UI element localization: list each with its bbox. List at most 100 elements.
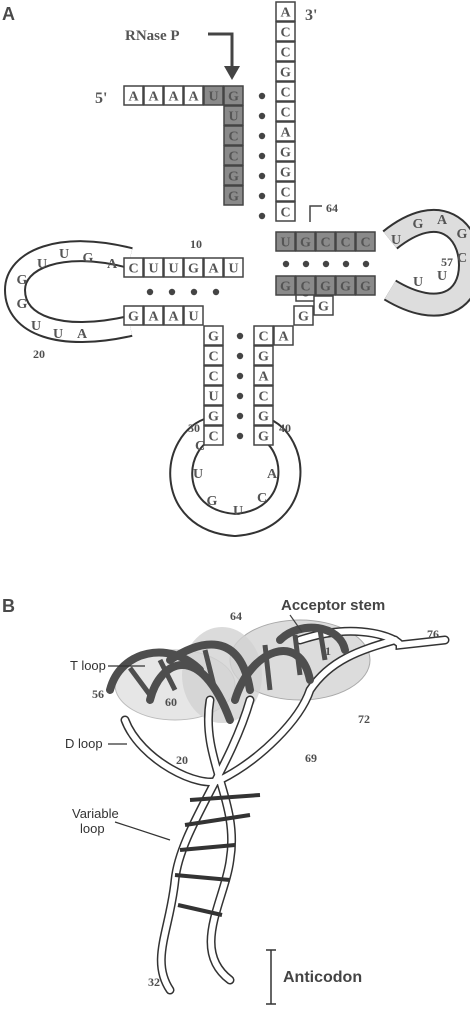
rnase-p-label: RNase P — [125, 28, 180, 44]
ac-right-nt-2-box — [253, 365, 274, 386]
acceptor3-nt-0-box — [275, 1, 296, 22]
acceptor3-nt-7-box — [275, 141, 296, 162]
t-loop-label: T loop — [70, 658, 106, 673]
acceptor3-nt-2-box — [275, 41, 296, 62]
t-pair-dot-2 — [322, 260, 330, 268]
ac-right-nt-5-box — [253, 425, 274, 446]
ac-right-nt-2-letter: A — [258, 370, 269, 385]
acceptor5-nt-6-box — [223, 185, 244, 206]
leader-nt-0-box — [123, 85, 144, 106]
ac-right-nt-4-letter: G — [258, 410, 269, 425]
dloop-nt-3: U — [37, 257, 47, 272]
dstem-top-nt-2-letter: U — [168, 262, 178, 277]
acceptor5-nt-0-letter: U — [208, 90, 218, 105]
variable-nt-0-box — [273, 325, 294, 346]
dloop-nt-6: U — [31, 319, 41, 334]
dloop-nt-0: A — [107, 257, 118, 272]
ac-left-nt-3-box — [203, 385, 224, 406]
dstem-top-nt-0-letter: C — [128, 262, 138, 277]
ac-right-nt-1-box — [253, 345, 274, 366]
d-loop-ring-fill — [5, 242, 133, 341]
t-pair-dot-4 — [362, 260, 370, 268]
b-position-1: 1 — [325, 644, 331, 658]
tstem-top-nt-2-box — [315, 231, 336, 252]
acceptor3-nt-10-box — [275, 201, 296, 222]
ac-pair-dot-2 — [236, 372, 244, 380]
d-loop-label: D loop — [65, 736, 103, 751]
acceptor-pair-dot-1 — [258, 112, 266, 120]
dstem-top-nt-3-box — [183, 257, 204, 278]
dstem-top-nt-0-box — [123, 257, 144, 278]
acceptor5-nt-4-letter: C — [228, 150, 238, 165]
acceptor3-nt-0-letter: A — [280, 6, 291, 21]
dstem-top-nt-1-box — [143, 257, 164, 278]
tstem-bot-nt-0-letter: G — [280, 280, 291, 295]
d-pair-dot-3 — [212, 288, 220, 296]
tstem-top-nt-1-letter: G — [300, 236, 311, 251]
acceptor3-nt-4-letter: C — [280, 86, 290, 101]
ac-left-nt-2-box — [203, 365, 224, 386]
dstem-bot-nt-0-letter: G — [128, 310, 139, 325]
acceptor5-nt-4-box — [223, 145, 244, 166]
acloop-nt-4: C — [257, 491, 267, 506]
ac-right-nt-4-box — [253, 405, 274, 426]
dstem-bot-nt-0-box — [123, 305, 144, 326]
variable-loop-label: Variable loop — [72, 806, 122, 836]
variable-nt-3-box — [313, 295, 334, 316]
panel-b-label: B — [2, 596, 15, 616]
ac-left-nt-3-letter: U — [208, 390, 218, 405]
d-pair-dot-2 — [190, 288, 198, 296]
acceptor-pair-dot-5 — [258, 192, 266, 200]
dloop-nt-1: G — [83, 251, 94, 266]
variable-loop-leader — [114, 821, 171, 841]
acceptor3-nt-3-box — [275, 61, 296, 82]
tstem-top-nt-4-letter: C — [360, 236, 370, 251]
acceptor-pair-dot-4 — [258, 172, 266, 180]
acloop-nt-3: U — [233, 504, 243, 519]
elbow-shade — [182, 627, 262, 723]
acceptor3-nt-1-box — [275, 21, 296, 42]
dloop-nt-4: G — [17, 273, 28, 288]
acceptor-pair-dot-0 — [258, 92, 266, 100]
tstem-top-nt-0-box — [275, 231, 296, 252]
acceptor3-nt-8-letter: G — [280, 166, 291, 181]
ac-right-nt-0-letter: C — [258, 330, 268, 345]
position-64: 64 — [326, 201, 338, 215]
variable-nt-0-letter: A — [278, 330, 289, 345]
tstem-bot-nt-1-box — [295, 275, 316, 296]
position-40: 40 — [279, 421, 291, 435]
acceptor5-nt-1-box — [223, 85, 244, 106]
acloop-nt-2: G — [207, 494, 218, 509]
dstem-top-nt-5-letter: U — [228, 262, 238, 277]
position-64-leader — [309, 205, 322, 222]
tloop-nt-0: U — [391, 233, 401, 248]
acceptor5-nt-2-letter: U — [228, 110, 238, 125]
ac-right-nt-5-letter: G — [258, 430, 269, 445]
dstem-top-nt-1-letter: U — [148, 262, 158, 277]
acceptor-stem-leader — [289, 614, 303, 633]
tstem-top-nt-2-letter: C — [320, 236, 330, 251]
acceptor-stem-label: Acceptor stem — [281, 597, 385, 614]
tstem-top-nt-4-box — [355, 231, 376, 252]
three-prime-label: 3' — [305, 7, 317, 24]
anticodon-label: Anticodon — [283, 969, 362, 986]
variable-nt-1-box — [293, 305, 314, 326]
ac-left-nt-4-letter: G — [208, 410, 219, 425]
ac-pair-dot-4 — [236, 412, 244, 420]
ac-left-nt-2-letter: C — [208, 370, 218, 385]
leader-nt-1-box — [143, 85, 164, 106]
tloop-nt-1: G — [413, 217, 424, 232]
acceptor-pair-dot-2 — [258, 132, 266, 140]
dstem-top-nt-2-box — [163, 257, 184, 278]
dloop-nt-2: U — [59, 247, 69, 262]
ac-pair-dot-3 — [236, 392, 244, 400]
acloop-nt-5: A — [267, 467, 278, 482]
dstem-bot-nt-2-letter: A — [168, 310, 179, 325]
acceptor3-nt-9-letter: C — [280, 186, 290, 201]
acceptor3-nt-3-letter: G — [280, 66, 291, 81]
dark-helices — [106, 623, 349, 724]
tstem-top-nt-3-box — [335, 231, 356, 252]
acceptor5-nt-3-letter: C — [228, 130, 238, 145]
